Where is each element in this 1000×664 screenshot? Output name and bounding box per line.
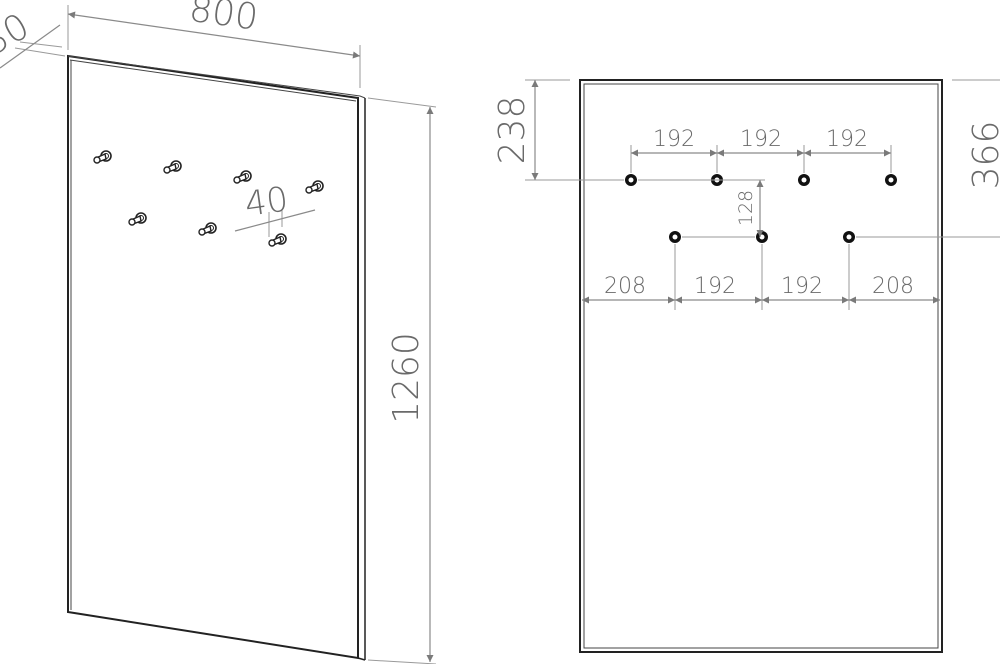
dimension-top-row-spacing: 192 192 192 (631, 127, 891, 157)
spacing-label: 208 (872, 274, 914, 299)
hole-icon (798, 174, 810, 186)
front-view: 238 366 192 192 192 128 208 192 192 (492, 79, 1000, 653)
dimension-hook-length: 40 (234, 179, 316, 237)
spacing-label: 192 (826, 127, 868, 152)
hole-icon (625, 174, 637, 186)
dimension-top-row1: 238 (492, 80, 539, 180)
dimension-top-row2: 366 (966, 121, 1000, 190)
hole-icon (885, 174, 897, 186)
hook-icon (198, 222, 217, 236)
hook-length-label: 40 (242, 179, 290, 225)
row-gap-label: 128 (735, 190, 757, 226)
dimension-height: 1260 (367, 97, 437, 664)
spacing-label: 208 (604, 274, 646, 299)
holes (625, 174, 897, 243)
dimension-depth: 30 (0, 6, 66, 69)
hook-icon (128, 212, 147, 226)
spacing-label: 192 (740, 127, 782, 152)
hook-icon (268, 233, 287, 247)
panel-top-edge (67, 55, 366, 99)
hook-icon (233, 170, 252, 184)
hooks (93, 150, 324, 247)
top-to-row1-label: 238 (492, 96, 533, 165)
panel-front-face (67, 54, 359, 660)
hole-icon (669, 231, 681, 243)
panel-outline (579, 79, 943, 653)
dimension-width: 800 (67, 0, 361, 88)
hole-icon (756, 231, 768, 243)
dimension-row-gap: 128 (735, 180, 764, 237)
hook-icon (305, 180, 324, 194)
isometric-view: 800 30 1260 40 (0, 0, 437, 664)
spacing-label: 192 (694, 274, 736, 299)
dimension-bottom-spacing: 208 192 192 208 (582, 274, 940, 304)
hook-icon (93, 150, 112, 164)
hole-icon (843, 231, 855, 243)
top-to-row2-label: 366 (966, 121, 1000, 190)
spacing-label: 192 (653, 127, 695, 152)
hook-icon (163, 160, 182, 174)
spacing-label: 192 (781, 274, 823, 299)
height-label: 1260 (386, 332, 427, 424)
